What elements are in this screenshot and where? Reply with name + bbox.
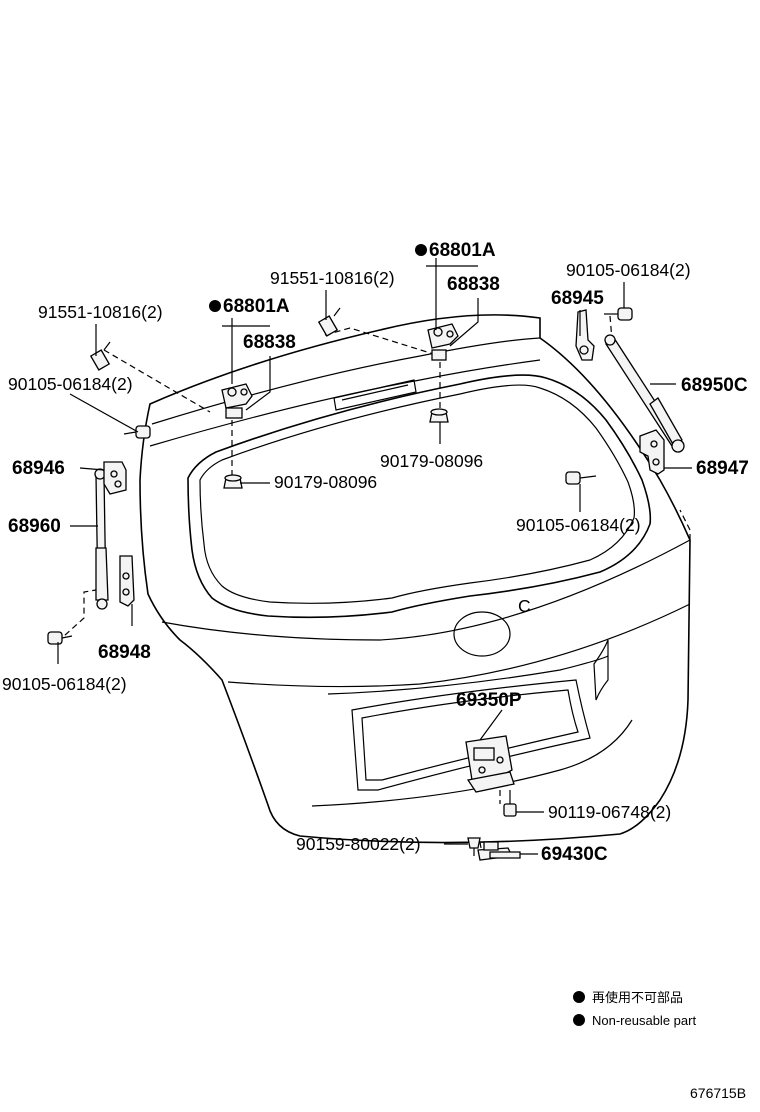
striker-part (477, 841, 521, 861)
label-90179-left: 90179-08096 (274, 472, 377, 492)
bolt-90119-part (503, 790, 517, 817)
hinge-right-part (427, 323, 459, 361)
glass-mark-label: C (518, 596, 531, 616)
bolt-90105-top-right-part (604, 307, 633, 321)
leader-lines (57, 258, 692, 855)
bracket-68947-part (639, 429, 665, 475)
label-90105-top-right: 90105-06184(2) (566, 260, 691, 280)
label-90105-mid-right: 90105-06184(2) (516, 515, 641, 535)
screw-90159-part (467, 837, 481, 856)
bolt-90105-mid-right-part (565, 471, 597, 485)
part-labels: 68801A 68838 91551-10816(2) 90105-06184(… (2, 240, 749, 865)
nut-90179-left-part (223, 474, 243, 489)
lock-assembly-part (465, 735, 515, 793)
label-68950C: 68950C (681, 375, 748, 396)
non-reusable-marker-right (415, 244, 427, 256)
label-68945: 68945 (551, 288, 604, 309)
non-reusable-marker-left (209, 300, 221, 312)
damper-stay-left-part (94, 468, 109, 610)
damper-stay-right-part (604, 334, 685, 453)
label-90179-right: 90179-08096 (380, 451, 483, 471)
bolt-91551-right-part (317, 307, 341, 337)
bracket-68945-part (575, 309, 595, 361)
label-68960: 68960 (8, 516, 61, 537)
bolt-91551-left-part (89, 341, 111, 371)
bracket-68946-part (103, 461, 127, 495)
hinge-left-part (221, 383, 253, 419)
back-door-panel: C (139, 314, 691, 844)
reference-code: 676715B (690, 1085, 746, 1101)
label-91551-right: 91551-10816(2) (270, 268, 395, 288)
label-68947: 68947 (696, 458, 749, 479)
label-90105-left-bottom: 90105-06184(2) (2, 674, 127, 694)
label-90105-left-top: 90105-06184(2) (8, 374, 133, 394)
bracket-68948-part (119, 555, 135, 607)
legend-marker-en (573, 1014, 585, 1026)
label-68801A-left: 68801A (223, 296, 290, 317)
label-90119: 90119-06748(2) (548, 802, 671, 822)
bolt-90105-left-top-part (123, 425, 151, 439)
bolt-90105-left-bottom-part (47, 631, 73, 645)
label-68838-right: 68838 (447, 274, 500, 295)
label-90159: 90159-80022(2) (296, 834, 421, 854)
legend-marker-jp (573, 991, 585, 1003)
label-91551-left: 91551-10816(2) (38, 302, 163, 322)
label-68946: 68946 (12, 458, 65, 479)
label-68838-left: 68838 (243, 332, 296, 353)
nut-90179-right-part (429, 408, 449, 423)
label-68801A-right: 68801A (429, 240, 496, 261)
label-69430C: 69430C (541, 844, 608, 865)
label-68948: 68948 (98, 642, 151, 663)
legend-text-jp: 再使用不可部品 (592, 990, 683, 1005)
legend: 再使用不可部品 Non-reusable part (573, 990, 696, 1028)
label-69350P: 69350P (456, 690, 522, 711)
legend-text-en: Non-reusable part (592, 1013, 696, 1028)
